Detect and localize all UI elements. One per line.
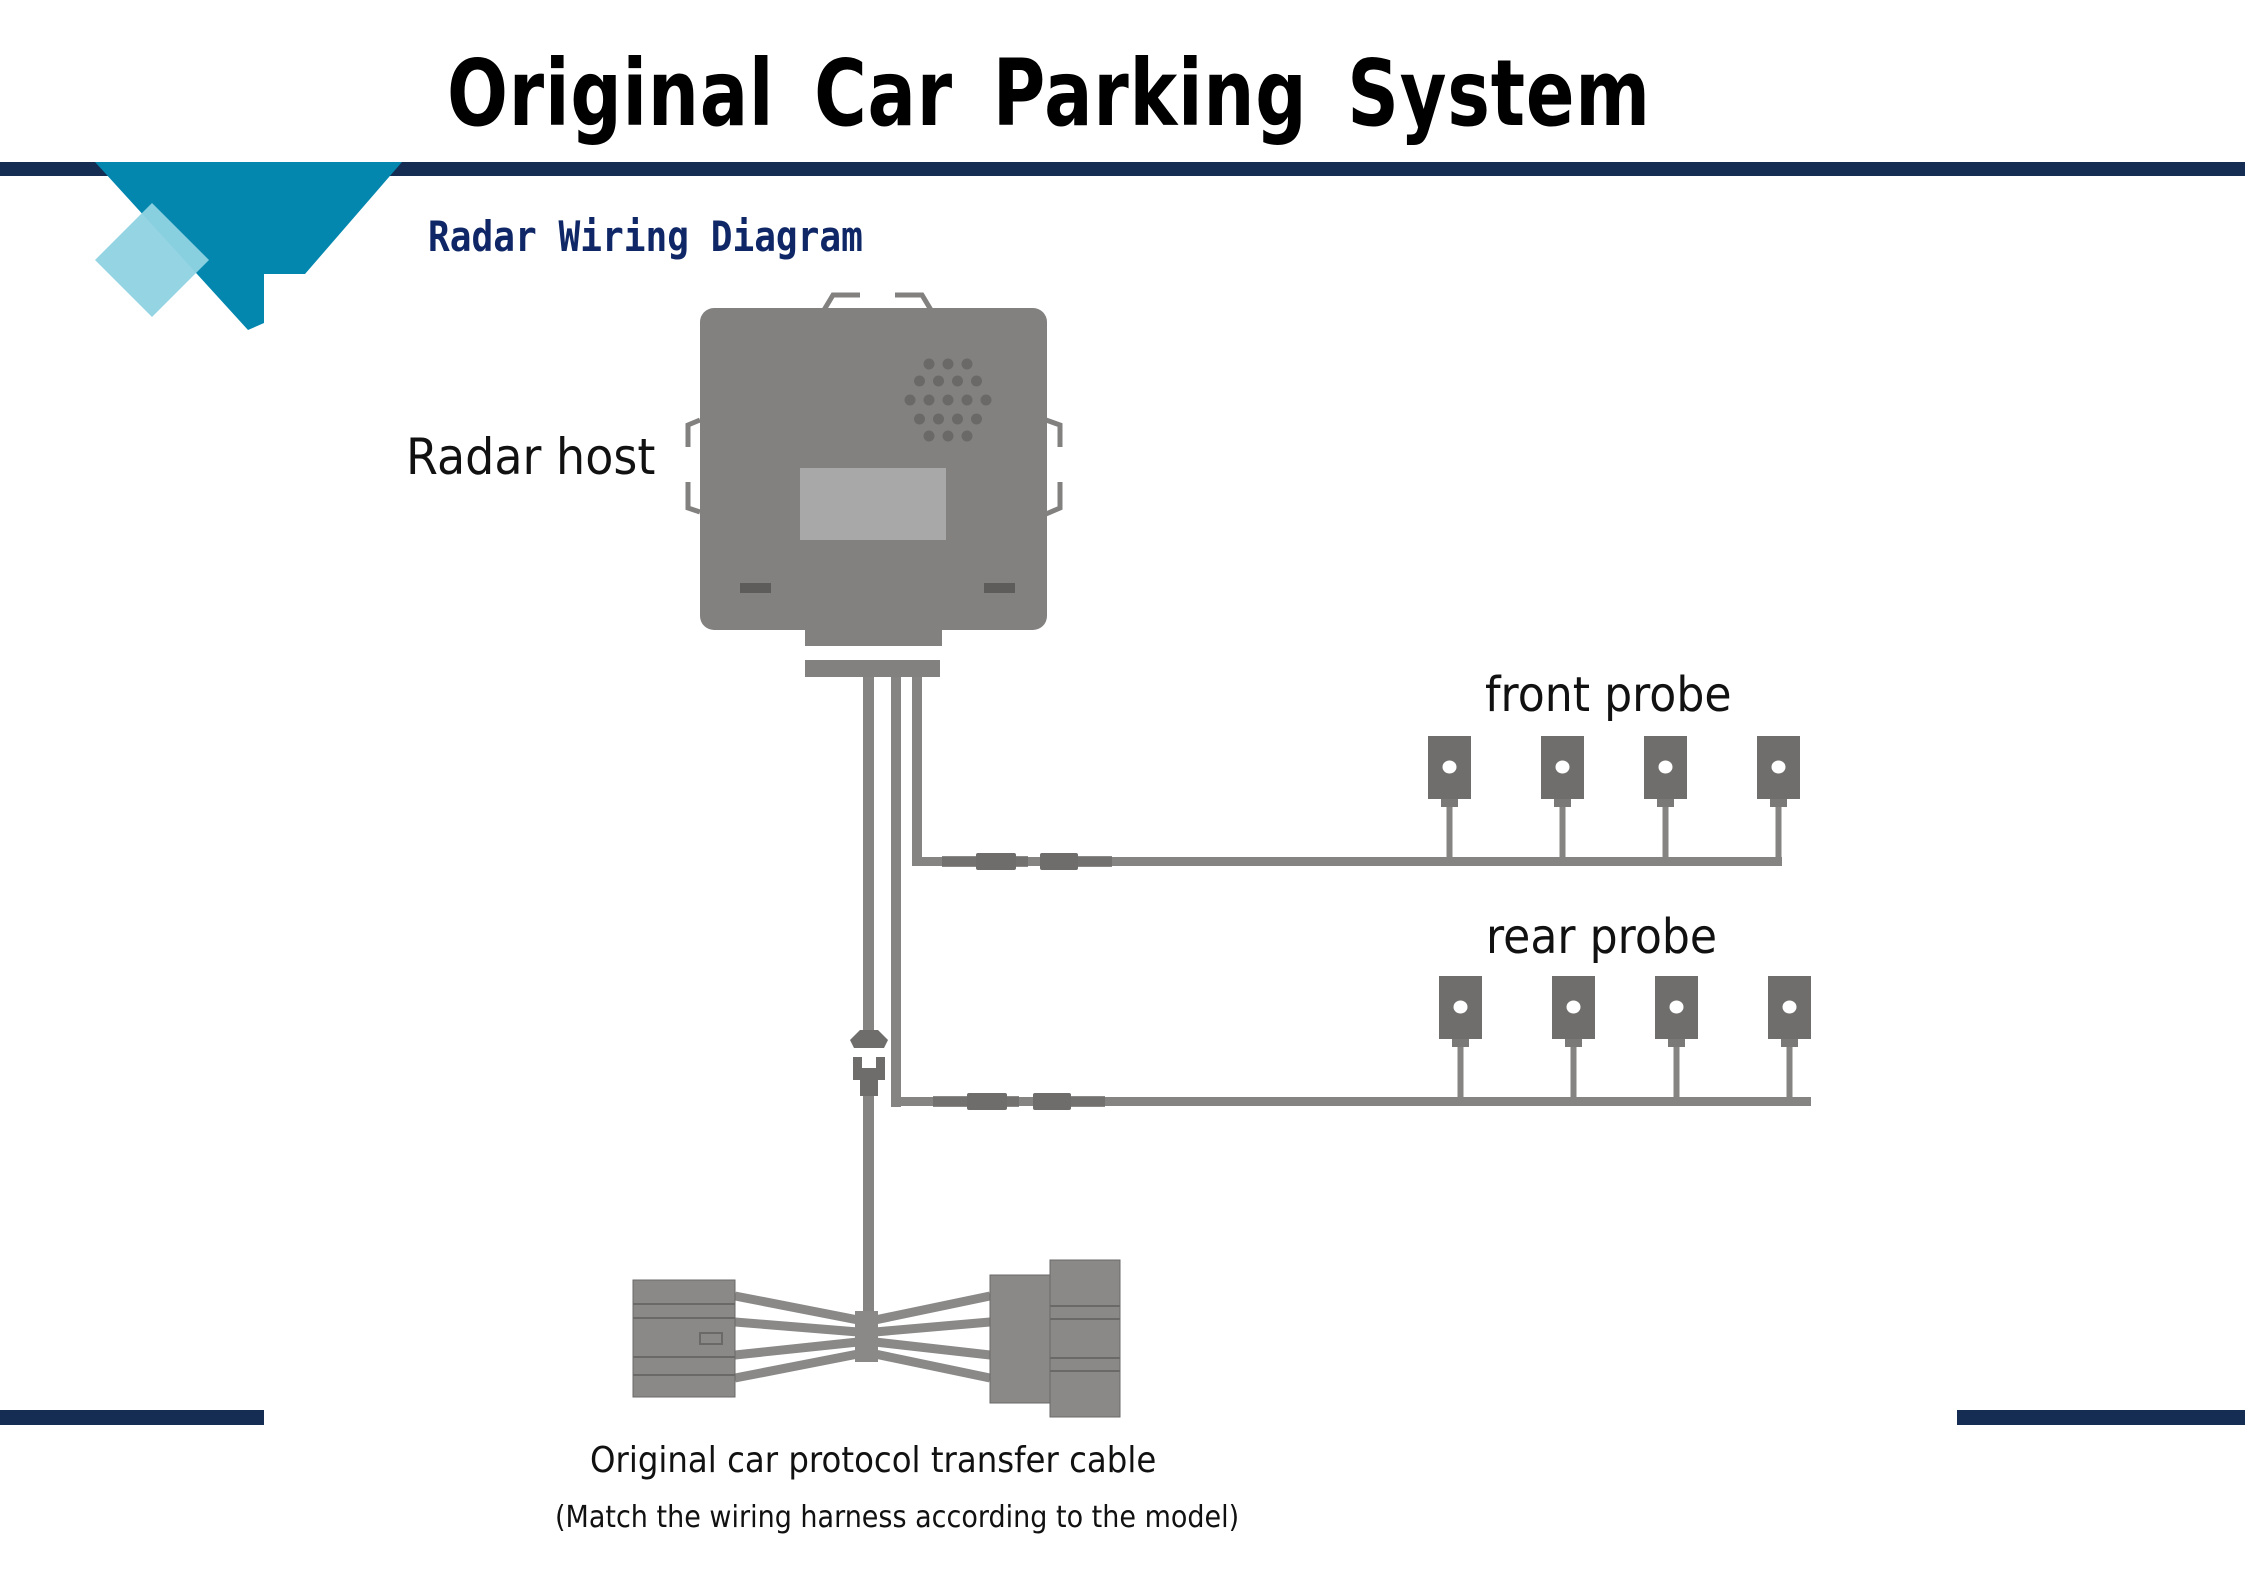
harness-wire (863, 677, 874, 1032)
grille-dot (914, 375, 925, 387)
grille-dot (923, 430, 935, 442)
rear-probe-1 (1439, 976, 1482, 1099)
rear-probe-2 (1552, 976, 1595, 1099)
rear-wire-connector (933, 1093, 1105, 1110)
grille-dot (942, 430, 954, 442)
grille-dot (971, 375, 982, 387)
grille-dot (933, 413, 944, 425)
speaker-grille-icon (904, 358, 992, 442)
probe-sensor-icon (1771, 760, 1786, 774)
rear-probe-label: rear probe (1486, 909, 1718, 965)
grille-dot (952, 413, 963, 425)
left-harness-connector (632, 1279, 736, 1398)
grille-dot (904, 394, 916, 406)
radar-host-screen (800, 468, 946, 540)
teal-triangle-decoration (95, 162, 402, 330)
probe-lead-wire (1559, 807, 1566, 859)
probe-sensor-icon (1442, 760, 1457, 774)
harness-fan-wires (734, 1291, 991, 1383)
grille-dot (961, 430, 973, 442)
grille-dot (942, 358, 954, 370)
probe-neck (1554, 799, 1571, 807)
grille-dot (961, 394, 973, 406)
host-connector-lower (805, 660, 940, 677)
footer-bar-left (0, 1410, 264, 1425)
front-wire-horizontal (912, 857, 1782, 866)
grille-dot (923, 394, 935, 406)
probe-sensor-icon (1658, 760, 1673, 774)
cable-note-label: (Match the wiring harness according to t… (555, 1500, 1240, 1535)
side-clip-right-top (1045, 417, 1063, 447)
probe-neck (1781, 1039, 1798, 1047)
host-connector-upper (805, 630, 942, 646)
front-probe-2 (1541, 736, 1584, 859)
harness-hub (855, 1311, 878, 1362)
grille-dot (952, 375, 963, 387)
probe-neck (1441, 799, 1458, 807)
probe-lead-wire (1673, 1047, 1680, 1099)
grille-dot (942, 394, 954, 406)
probe-neck (1452, 1039, 1469, 1047)
light-diamond-decoration (95, 203, 209, 317)
rear-probe-4 (1768, 976, 1811, 1099)
probe-neck (1668, 1039, 1685, 1047)
grille-dot (961, 358, 973, 370)
grille-dot (971, 413, 982, 425)
page-subtitle: Radar Wiring Diagram (428, 212, 863, 261)
front-probe-group (1428, 736, 1800, 859)
rear-probe-3 (1655, 976, 1698, 1099)
probe-sensor-icon (1555, 760, 1570, 774)
probe-lead-wire (1662, 807, 1669, 859)
slot-left (740, 583, 771, 593)
side-clip-left-bottom (685, 482, 701, 515)
grille-dot (914, 413, 925, 425)
page-title: Original Car Parking System (447, 40, 1651, 147)
radar-host-label: Radar host (406, 428, 656, 486)
rear-wire-horizontal (891, 1097, 1811, 1106)
front-probe-3 (1644, 736, 1687, 859)
harness-plug-connector (850, 1030, 888, 1096)
front-probe-label: front probe (1485, 667, 1732, 723)
probe-neck (1770, 799, 1787, 807)
rear-probe-group (1439, 976, 1811, 1099)
front-probe-1 (1428, 736, 1471, 859)
slot-right (984, 583, 1015, 593)
probe-neck (1565, 1039, 1582, 1047)
probe-lead-wire (1570, 1047, 1577, 1099)
front-wire-connector (942, 853, 1112, 870)
front-probe-4 (1757, 736, 1800, 859)
grille-dot (980, 394, 992, 406)
radar-host-device (685, 292, 1063, 677)
probe-lead-wire (1775, 807, 1782, 859)
probe-sensor-icon (1782, 1000, 1797, 1014)
probe-lead-wire (1786, 1047, 1793, 1099)
probe-sensor-icon (1669, 1000, 1684, 1014)
grille-dot (923, 358, 935, 370)
probe-lead-wire (1446, 807, 1453, 859)
header-bar (0, 162, 2245, 176)
probe-lead-wire (1457, 1047, 1464, 1099)
protocol-transfer-cable (632, 1259, 1121, 1418)
harness-wire-lower (863, 1095, 874, 1311)
probe-neck (1657, 799, 1674, 807)
side-clip-left-top (685, 417, 701, 447)
cable-label: Original car protocol transfer cable (590, 1440, 1157, 1481)
front-wire-vertical (912, 677, 922, 866)
top-clip-left (821, 292, 860, 312)
probe-sensor-icon (1453, 1000, 1468, 1014)
footer-bar-right (1957, 1410, 2245, 1425)
top-clip-right (895, 292, 934, 312)
side-clip-right-bottom (1045, 482, 1063, 517)
probe-sensor-icon (1566, 1000, 1581, 1014)
rear-wire-vertical (891, 677, 901, 1107)
wires (863, 677, 1811, 1311)
grille-dot (933, 375, 944, 387)
right-harness-connector (989, 1259, 1121, 1418)
